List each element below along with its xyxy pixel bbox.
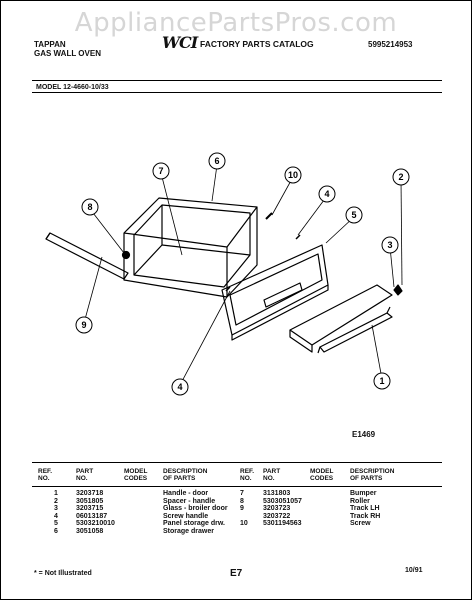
drawer-panel-drawing [221,244,329,341]
left-ref-column: 1 2 3 4 5 6 [54,490,58,536]
table-cell: 7 [240,490,244,497]
table-cell: Storage drawer [163,527,214,535]
callout-7: 7 [158,166,163,176]
table-cell: 1 [54,490,58,497]
table-cell: Screw handle [163,512,209,520]
table-cell: Track RH [350,512,381,520]
table-cell: 10 [240,520,248,528]
callout-1: 1 [379,376,384,386]
broiler-glass-drawing [289,284,393,353]
revision-date: 10/91 [405,567,423,574]
table-top-rule [32,462,442,463]
wci-logo: WCI [162,33,198,52]
table-cell: 8 [240,497,244,505]
header-model-codes: MODEL CODES [124,468,148,482]
table-cell: Track LH [350,505,380,513]
catalog-number: 5995214953 [368,40,413,49]
figure-code: E1469 [352,430,376,439]
exploded-parts-diagram: 7 6 10 4 5 2 3 8 9 4 1 [45,152,410,396]
table-cell: 3051058 [76,527,104,535]
table-cell: 5 [54,520,58,528]
table-cell: 4 [54,512,58,520]
watermark: AppliancePartsPros.com [74,8,398,38]
table-cell: 5301194563 [263,520,302,528]
callout-8: 8 [87,202,92,212]
callout-5: 5 [351,210,356,220]
header-rule [32,80,442,81]
header-model-codes-right: MODEL CODES [310,468,334,482]
table-cell: 6 [54,527,58,535]
table-cell: Glass - broiler door [163,505,228,513]
callout-4: 4 [324,189,329,199]
door-handle-drawing [317,306,393,354]
brand-name: TAPPAN [34,40,66,49]
track-drawing [45,232,129,280]
screw-part [295,234,301,240]
right-ref-column: 7 8 9 10 [240,490,248,528]
header-ref-no-right: REF. NO. [240,468,255,482]
table-cell: 3131803 [263,490,291,497]
model-rule [32,92,442,93]
header-description: DESCRIPTION OF PARTS [163,468,208,482]
table-cell: Roller [350,497,370,505]
callout-9: 9 [81,320,86,330]
header-part-no: PART NO. [76,468,94,482]
right-part-column: 3131803 5303051057 3203723 3203722 53011… [263,490,302,528]
table-cell: Screw [350,520,371,528]
right-desc-column: Bumper Roller Track LH Track RH Screw [350,490,380,528]
roller-part [121,250,131,260]
bumper-part [265,212,273,220]
callout-6: 6 [214,156,219,166]
callout-3: 3 [387,240,392,250]
table-cell: 3203715 [76,505,104,513]
table-cell: 3203718 [76,490,104,497]
table-cell: 06013187 [76,512,108,520]
table-cell: 5303210010 [76,520,115,528]
product-name: GAS WALL OVEN [34,49,101,58]
table-cell: Spacer - handle [163,497,216,505]
callout-2: 2 [398,172,403,182]
catalog-title: FACTORY PARTS CATALOG [200,39,314,49]
callout-10: 10 [288,170,298,180]
table-header-rule [32,486,442,487]
table-cell: 3203723 [263,505,291,513]
table-cell: Handle - door [163,490,209,497]
header-description-right: DESCRIPTION OF PARTS [350,468,395,482]
header-ref-no: REF. NO. [38,468,53,482]
handle-screw-part [225,286,231,292]
storage-drawer-drawing [123,197,258,298]
page-number: E7 [230,568,243,579]
spacer-part [393,284,403,296]
table-cell [240,513,248,521]
model-number: MODEL 12-4660-10/33 [36,84,109,91]
table-cell: 3 [54,505,58,513]
table-cell: 9 [240,505,244,513]
table-cell: 3203722 [263,512,291,520]
table-cell: 3051805 [76,497,104,505]
table-cell: Panel storage drw. [163,520,225,528]
left-desc-column: Handle - door Spacer - handle Glass - br… [163,490,228,536]
callout-4b: 4 [177,382,182,392]
table-cell: 2 [54,497,58,505]
table-cell: Bumper [350,490,377,497]
table-cell: 5303051057 [263,497,302,505]
left-part-column: 3203718 3051805 3203715 06013187 5303210… [76,490,115,536]
header-part-no-right: PART NO. [263,468,281,482]
footnote: * = Not Illustrated [34,570,92,577]
